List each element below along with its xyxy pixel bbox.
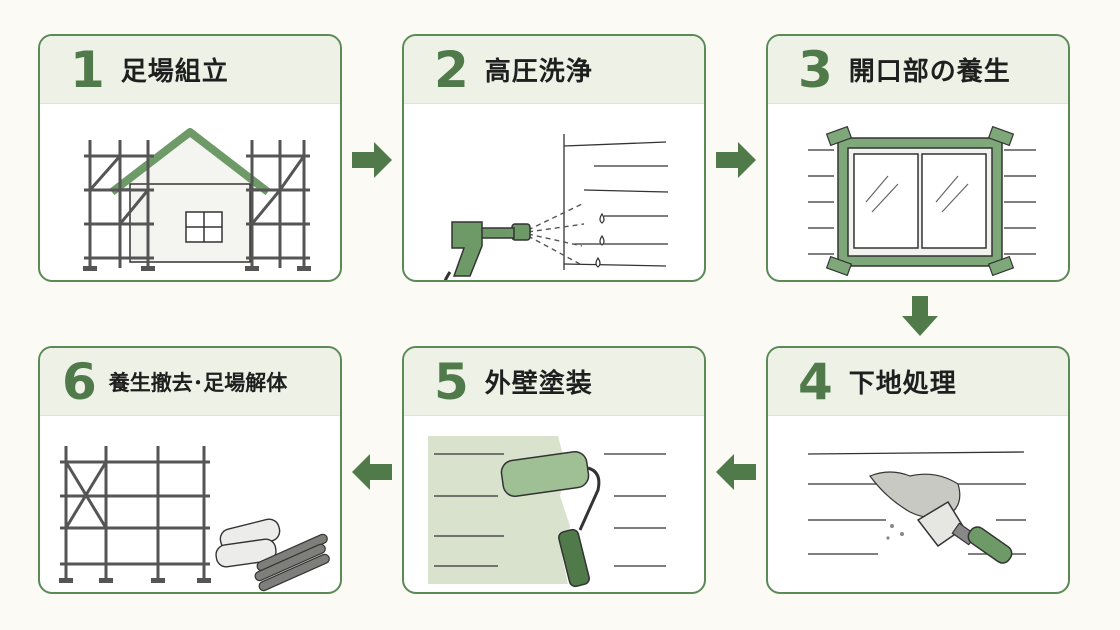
scaffold-house-icon xyxy=(83,128,311,271)
step-number: 5 xyxy=(434,352,469,411)
pressure-washer-icon xyxy=(443,134,669,280)
step-title: 開口部の養生 xyxy=(848,57,1011,87)
step-header: 6 養生撤去･足場解体 xyxy=(40,348,340,416)
step-header: 4 下地処理 xyxy=(768,348,1068,416)
step-number: 6 xyxy=(62,352,97,411)
step-number: 2 xyxy=(434,40,469,99)
arrow-left-icon xyxy=(716,454,756,490)
step-header: 1 足場組立 xyxy=(40,36,340,104)
step-number: 4 xyxy=(798,352,833,411)
step-number: 1 xyxy=(70,40,105,99)
step-card-1: 1 足場組立 xyxy=(38,34,342,282)
arrow-right-icon xyxy=(716,142,756,178)
step-title: 外壁塗装 xyxy=(484,369,593,399)
step-number: 3 xyxy=(798,40,833,99)
step-title: 養生撤去･足場解体 xyxy=(108,370,288,395)
step-header: 3 開口部の養生 xyxy=(768,36,1068,104)
step-title: 足場組立 xyxy=(120,57,229,87)
arrow-right-icon xyxy=(352,142,392,178)
step-title: 高圧洗浄 xyxy=(484,57,593,87)
step-card-4: 4 下地処理 xyxy=(766,346,1070,594)
step-card-2: 2 高圧洗浄 xyxy=(402,34,706,282)
step-header: 5 外壁塗装 xyxy=(404,348,704,416)
arrow-left-icon xyxy=(352,454,392,490)
step-header: 2 高圧洗浄 xyxy=(404,36,704,104)
paint-roller-icon xyxy=(428,436,666,588)
step-card-3: 3 開口部の養生 xyxy=(766,34,1070,282)
scaffold-dismantle-icon xyxy=(59,446,330,592)
step-card-5: 5 外壁塗装 xyxy=(402,346,706,594)
step-title: 下地処理 xyxy=(848,369,957,399)
window-masking-icon xyxy=(808,125,1036,277)
step-card-6: 6 養生撤去･足場解体 xyxy=(38,346,342,594)
arrow-down-icon xyxy=(902,296,938,336)
putty-knife-icon xyxy=(807,451,1026,564)
